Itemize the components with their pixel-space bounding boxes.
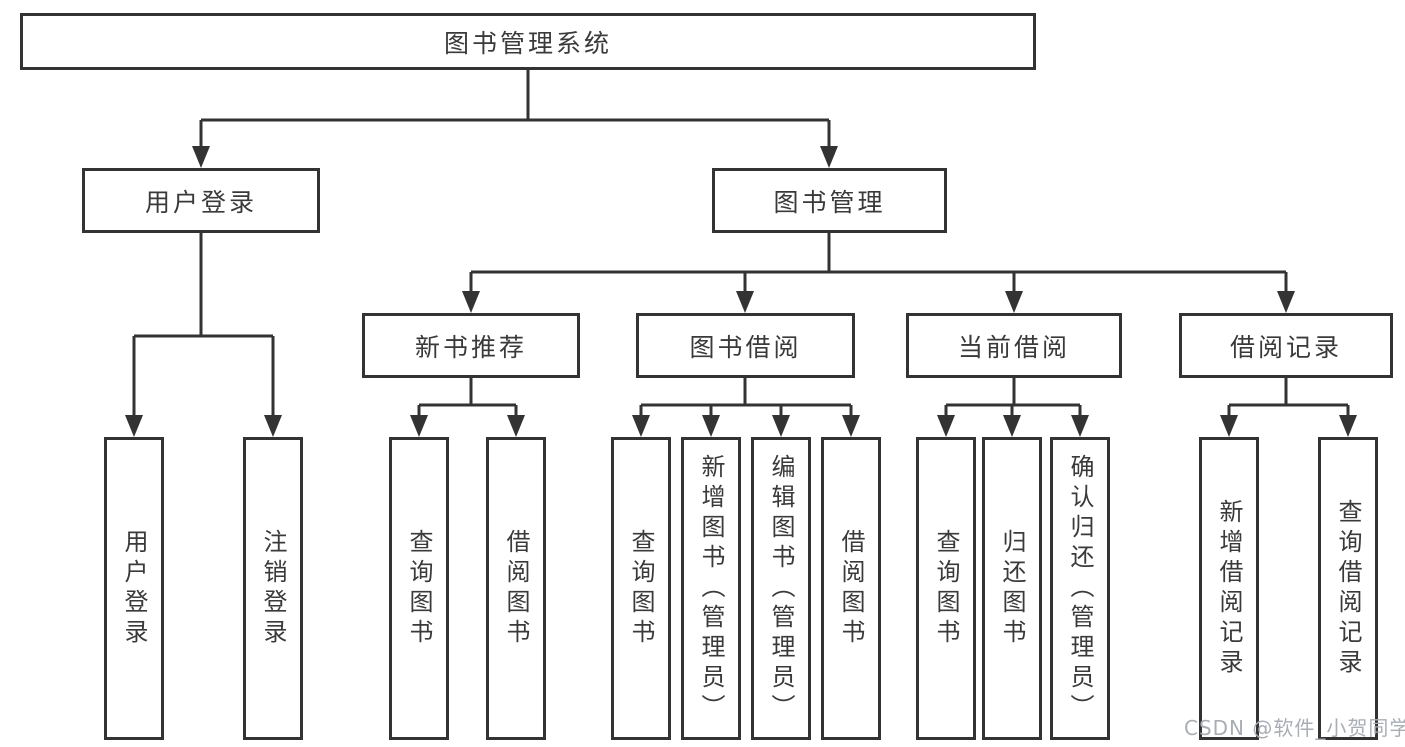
arrowhead-icon bbox=[507, 415, 525, 437]
arrowhead-icon bbox=[192, 146, 210, 168]
arrowhead-icon bbox=[1220, 415, 1238, 437]
arrowhead-icon bbox=[410, 415, 428, 437]
leaf-edit-books-admin: 编辑图书（管理员） bbox=[751, 437, 811, 740]
leaf-label: 确认归还（管理员） bbox=[1066, 453, 1094, 724]
node-borrowing-records: 借阅记录 bbox=[1179, 313, 1393, 378]
arrowhead-icon bbox=[1003, 415, 1021, 437]
arrowhead-icon bbox=[1071, 415, 1089, 437]
leaf-label: 编辑图书（管理员） bbox=[767, 453, 795, 724]
arrowhead-icon bbox=[125, 415, 143, 437]
leaf-label: 新增借阅记录 bbox=[1215, 498, 1243, 679]
leaf-label: 查询借阅记录 bbox=[1334, 498, 1362, 679]
leaf-logout: 注销登录 bbox=[243, 437, 303, 740]
leaf-confirm-return-admin: 确认归还（管理员） bbox=[1050, 437, 1110, 740]
leaf-label: 借阅图书 bbox=[837, 528, 865, 649]
node-label: 图书管理系统 bbox=[443, 28, 612, 58]
node-label: 图书借阅 bbox=[689, 332, 802, 362]
leaf-user-login: 用户登录 bbox=[104, 437, 164, 740]
leaf-label: 查询图书 bbox=[627, 528, 655, 649]
leaf-return-books: 归还图书 bbox=[982, 437, 1042, 740]
leaf-query-books-current: 查询图书 bbox=[916, 437, 976, 740]
leaf-label: 注销登录 bbox=[259, 528, 287, 649]
leaf-label: 新增图书（管理员） bbox=[697, 453, 725, 724]
leaf-label: 查询图书 bbox=[932, 528, 960, 649]
arrowhead-icon bbox=[842, 415, 860, 437]
node-label: 新书推荐 bbox=[414, 332, 527, 362]
arrowhead-icon bbox=[736, 291, 754, 313]
arrowhead-icon bbox=[937, 415, 955, 437]
arrowhead-icon bbox=[632, 415, 650, 437]
leaf-query-books-borrow: 查询图书 bbox=[611, 437, 671, 740]
node-user-login-branch: 用户登录 bbox=[82, 168, 320, 233]
node-system-root: 图书管理系统 bbox=[20, 13, 1036, 70]
leaf-query-borrow-record: 查询借阅记录 bbox=[1318, 437, 1378, 740]
leaf-label: 归还图书 bbox=[998, 528, 1026, 649]
node-current-borrowing: 当前借阅 bbox=[906, 313, 1122, 378]
node-label: 借阅记录 bbox=[1229, 332, 1342, 362]
csdn-watermark: CSDN @软件_小贺同学 bbox=[1184, 716, 1405, 740]
leaf-label: 用户登录 bbox=[120, 528, 148, 649]
arrowhead-icon bbox=[702, 415, 720, 437]
arrowhead-icon bbox=[1005, 291, 1023, 313]
node-book-management-branch: 图书管理 bbox=[712, 168, 947, 233]
leaf-label: 借阅图书 bbox=[502, 528, 530, 649]
leaf-add-borrow-record: 新增借阅记录 bbox=[1199, 437, 1259, 740]
leaf-label: 查询图书 bbox=[405, 528, 433, 649]
node-new-book-recommend: 新书推荐 bbox=[362, 313, 580, 378]
leaf-borrow-books-recommend: 借阅图书 bbox=[486, 437, 546, 740]
node-label: 当前借阅 bbox=[957, 332, 1070, 362]
arrowhead-icon bbox=[820, 146, 838, 168]
node-label: 用户登录 bbox=[144, 187, 257, 217]
leaf-query-books-recommend: 查询图书 bbox=[389, 437, 449, 740]
arrowhead-icon bbox=[1339, 415, 1357, 437]
arrowhead-icon bbox=[462, 291, 480, 313]
leaf-borrow-books: 借阅图书 bbox=[821, 437, 881, 740]
arrowhead-icon bbox=[264, 415, 282, 437]
node-label: 图书管理 bbox=[773, 187, 886, 217]
leaf-add-books-admin: 新增图书（管理员） bbox=[681, 437, 741, 740]
node-book-borrowing: 图书借阅 bbox=[636, 313, 855, 378]
arrowhead-icon bbox=[772, 415, 790, 437]
arrowhead-icon bbox=[1277, 291, 1295, 313]
